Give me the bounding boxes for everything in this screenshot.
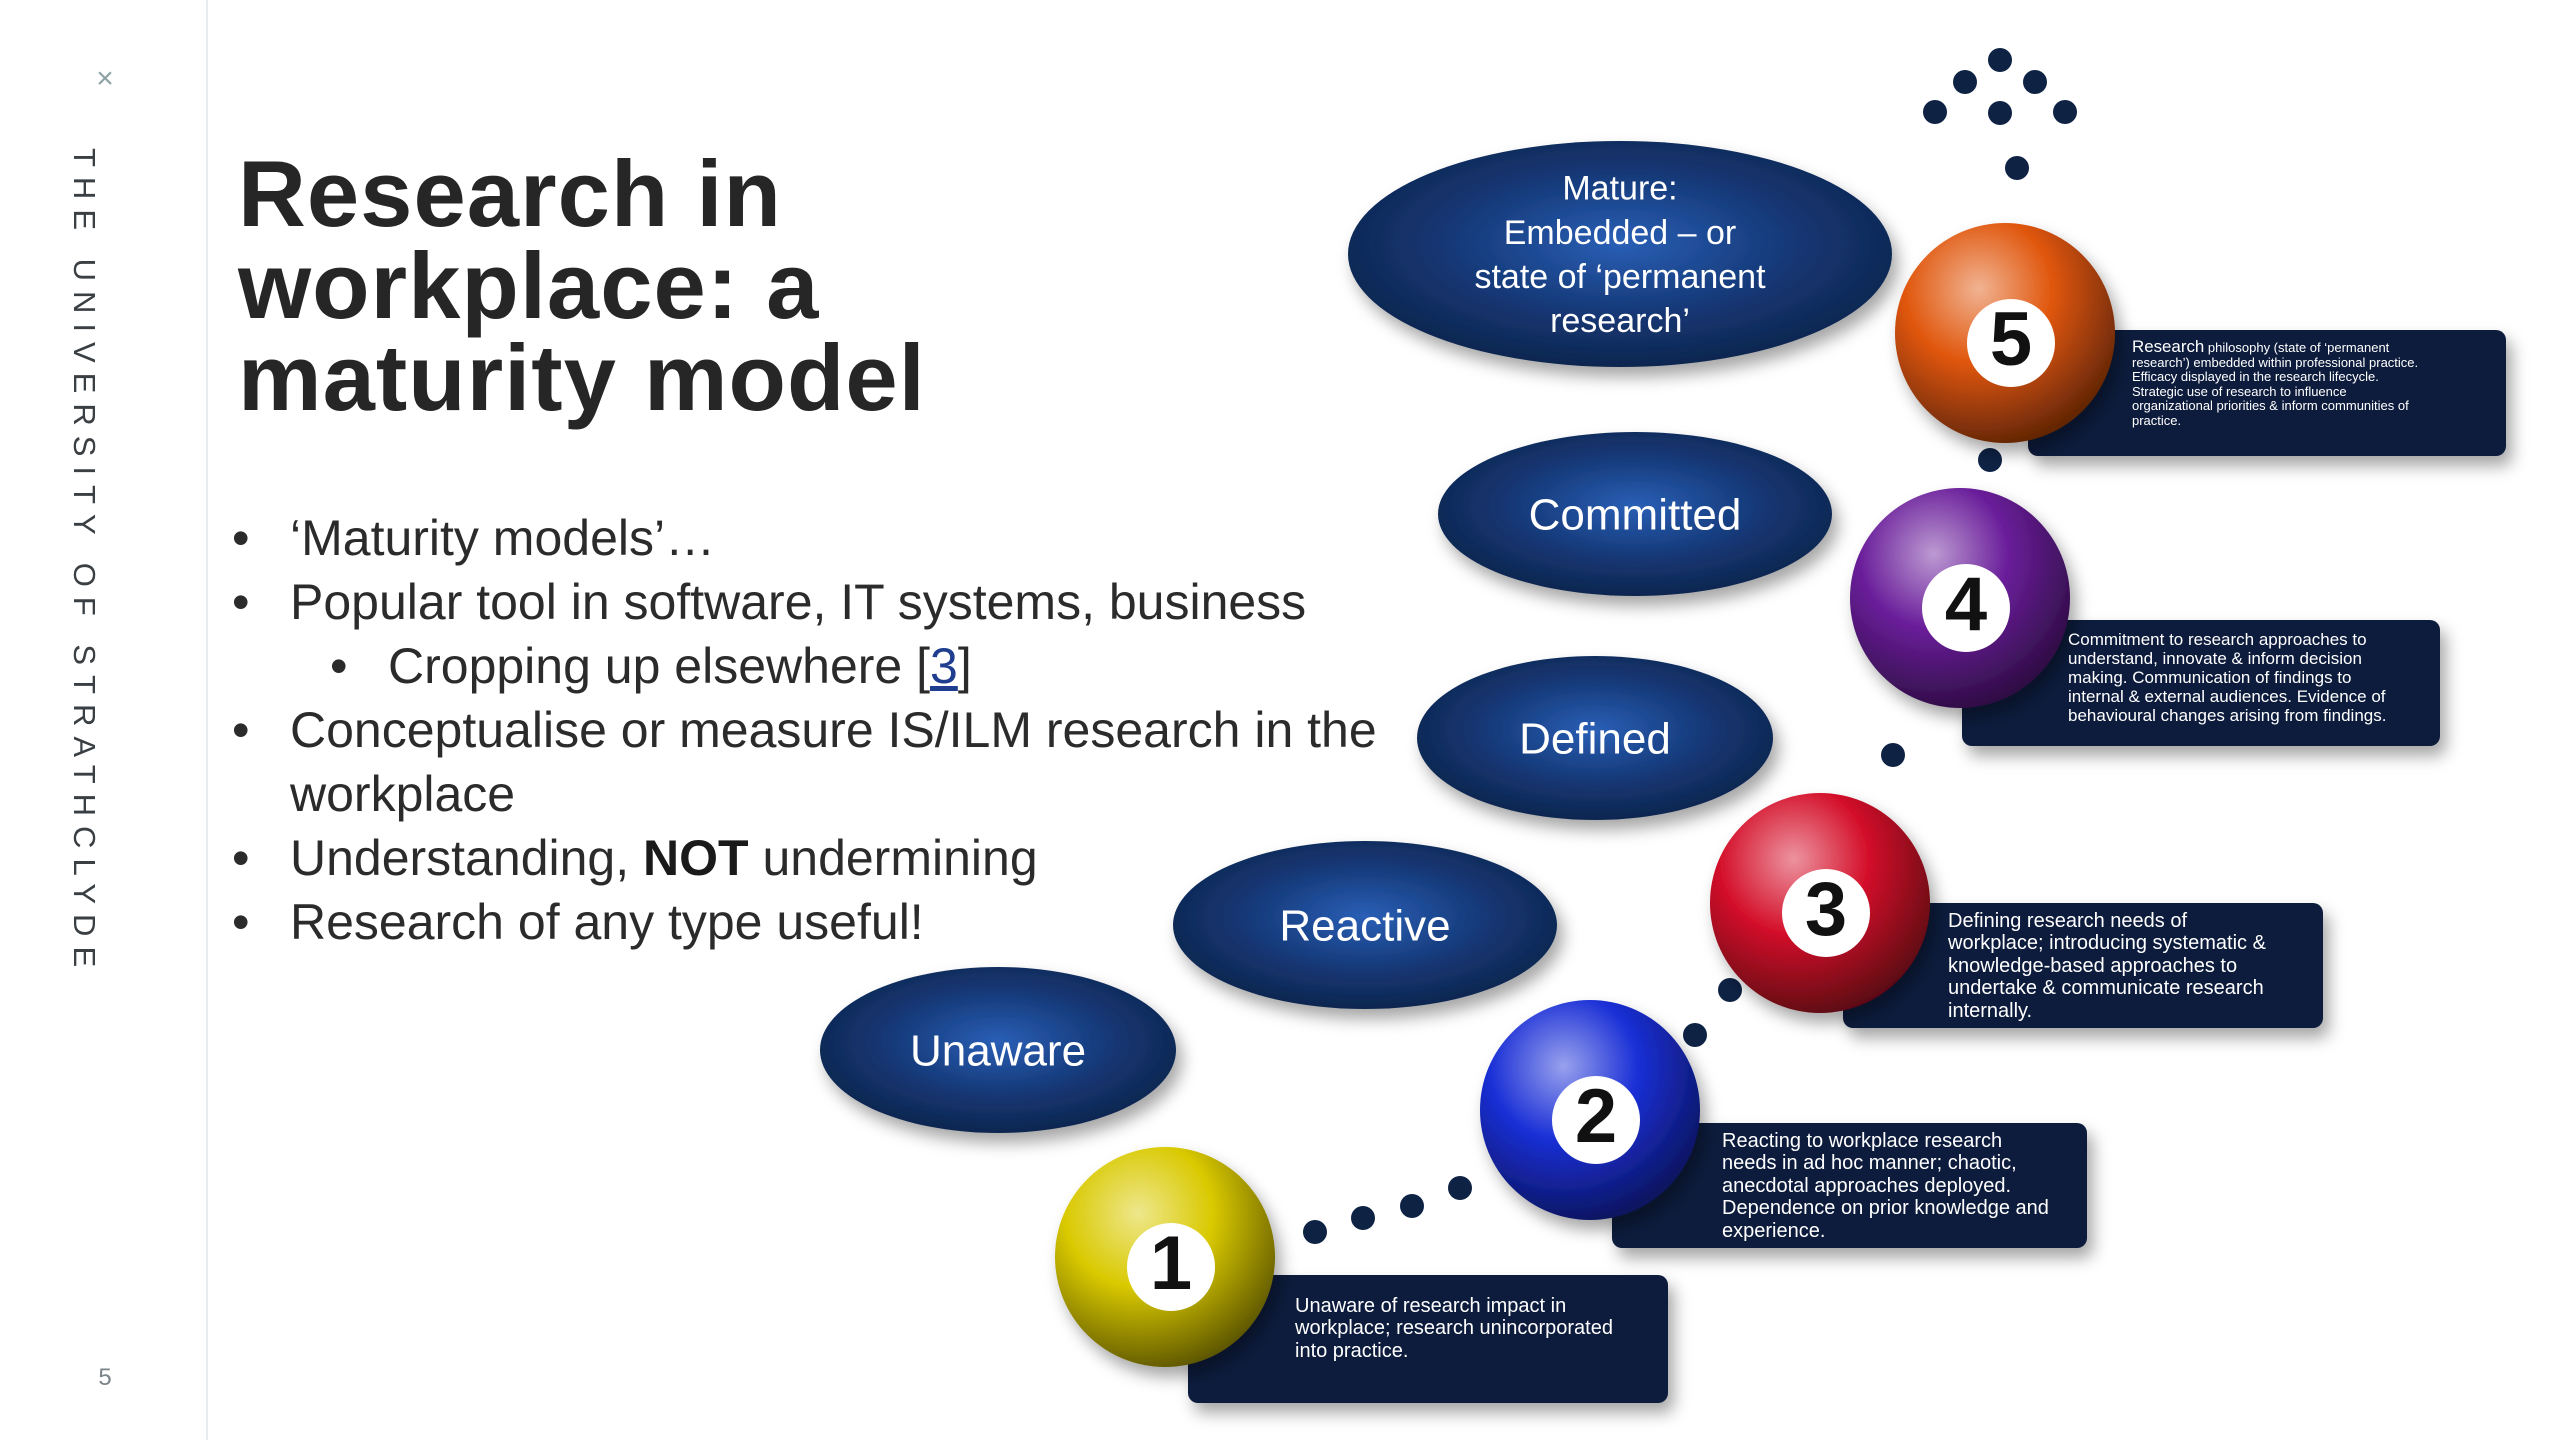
bullet-item: Conceptualise or measure IS/ILM research…	[230, 698, 1380, 826]
connector-dot	[2005, 156, 2029, 180]
stage-ellipse: Committed	[1438, 432, 1832, 596]
description-text: philosophy (state of ‘permanent research…	[2132, 340, 2419, 428]
sidebar: × THE UNIVERSITY OF STRATHCLYDE 5	[0, 0, 208, 1440]
stage-label: Embedded – or	[1504, 214, 1737, 252]
description-text: Defining research needs of workplace; in…	[1948, 910, 2266, 1022]
description-text: Commitment to research approaches to und…	[2068, 630, 2387, 726]
stage-ellipse-shape	[1417, 656, 1773, 820]
stage-ellipse-shape	[1438, 432, 1832, 596]
stage-label: Unaware	[910, 1026, 1086, 1075]
level-number: 2	[1575, 1074, 1617, 1159]
bullet-item: Research of any type useful!	[230, 890, 1380, 954]
bullet-list: ‘Maturity models’… Popular tool in softw…	[230, 506, 1380, 954]
description-box	[1188, 1275, 1668, 1403]
stage-ellipse: Defined	[1417, 656, 1773, 820]
stage-label: Committed	[1529, 490, 1742, 539]
level-description: Defining research needs of workplace; in…	[1948, 910, 2266, 1022]
stage-ellipse-shape	[820, 967, 1176, 1133]
level-description: Unaware of research impact in workplace;…	[1295, 1295, 1613, 1362]
close-icon[interactable]: ×	[96, 62, 114, 95]
connector-dot	[1718, 978, 1742, 1002]
description-lead: Research	[2132, 337, 2205, 356]
description-box	[1843, 903, 2323, 1028]
ball-number-disc	[1967, 299, 2055, 387]
slide-title: Research in workplace: a maturity model	[238, 141, 926, 430]
stage-label: research’	[1550, 302, 1690, 340]
connector-dot	[1448, 1176, 1472, 1200]
arrow-dot	[1923, 100, 1947, 124]
ball-number-disc	[1552, 1076, 1640, 1164]
level-number: 4	[1945, 562, 1987, 647]
page-number: 5	[98, 1364, 112, 1391]
connector-dot	[1881, 743, 1905, 767]
stage-ellipse: Reactive	[1173, 841, 1557, 1009]
description-box	[2028, 330, 2506, 456]
level-ball: 2	[1480, 1000, 1700, 1220]
arrow-dot	[1953, 70, 1977, 94]
stage-ellipse: Mature: Embedded – or state of ‘permanent r…	[1348, 141, 1892, 367]
level-number: 3	[1805, 867, 1847, 952]
reference-link[interactable]: 3	[930, 638, 958, 694]
arrow-dot	[1988, 48, 2012, 72]
connector-dot	[1978, 448, 2002, 472]
level-ball: 1	[1055, 1147, 1275, 1367]
arrow-dot	[1988, 101, 2012, 125]
description-text: Reacting to workplace research needs in …	[1722, 1130, 2049, 1242]
level-number: 5	[1990, 297, 2032, 382]
level-ball: 5	[1895, 223, 2115, 443]
ball-number-disc	[1782, 869, 1870, 957]
stage-label: Reactive	[1279, 901, 1450, 950]
level-ball: 4	[1850, 488, 2070, 708]
level-ball: 3	[1710, 793, 1930, 1013]
arrow-dot	[2023, 70, 2047, 94]
level-description: Research philosophy (state of ‘permanent…	[2132, 337, 2419, 428]
level-description: Commitment to research approaches to und…	[2068, 630, 2386, 725]
emphasis-text: NOT	[643, 830, 749, 886]
bullet-item: Understanding, NOT undermining	[230, 826, 1380, 890]
connector-dot	[1400, 1194, 1424, 1218]
description-box	[1962, 620, 2440, 746]
bullet-item: Popular tool in software, IT systems, bu…	[230, 570, 1380, 634]
ball-number-disc	[1922, 564, 2010, 652]
connector-dot	[1303, 1220, 1327, 1244]
connector-dot	[1351, 1206, 1375, 1230]
bullet-item: ‘Maturity models’…	[230, 506, 1380, 570]
description-box	[1612, 1123, 2087, 1248]
sub-bullet-item: Cropping up elsewhere [3]	[230, 634, 1380, 698]
stage-ellipse-shape	[1173, 841, 1557, 1009]
stage-ellipse-shape	[1348, 141, 1892, 367]
stage-label: Mature:	[1562, 170, 1677, 208]
description-text: Unaware of research impact in workplace;…	[1295, 1295, 1613, 1362]
arrow-dot	[2053, 100, 2077, 124]
connector-dot	[1683, 1023, 1707, 1047]
stage-ellipse: Unaware	[820, 967, 1176, 1133]
ball-number-disc	[1127, 1223, 1215, 1311]
level-description: Reacting to workplace research needs in …	[1722, 1130, 2049, 1242]
level-number: 1	[1150, 1221, 1192, 1306]
stage-label: Defined	[1519, 714, 1671, 763]
stage-label: state of ‘permanent	[1474, 258, 1766, 296]
